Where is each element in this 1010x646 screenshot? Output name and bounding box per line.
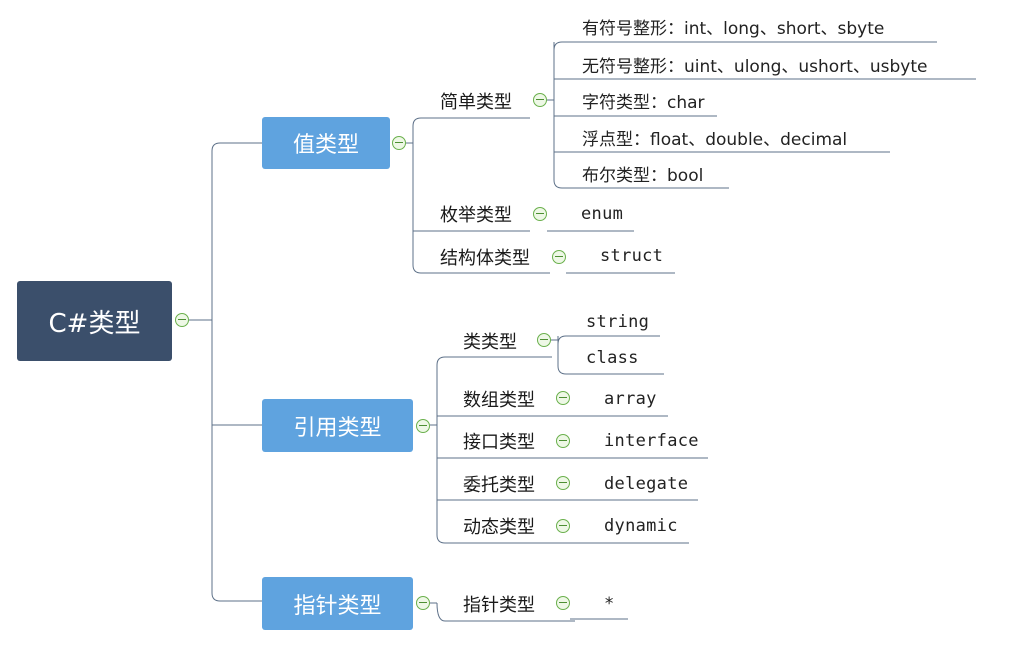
leaf-enum[interactable]: enum	[581, 204, 624, 224]
value-bracket-line	[412, 117, 422, 274]
interface-types-collapse-icon[interactable]	[556, 434, 570, 448]
leaf-string[interactable]: string	[586, 312, 650, 332]
sub-interface-types[interactable]: 接口类型	[463, 432, 535, 453]
leaf-char-type-label: 字符类型：char	[582, 92, 705, 113]
leaf-interface[interactable]: interface	[604, 431, 699, 451]
sub-pointer-types-collapse-icon[interactable]	[556, 596, 570, 610]
delegate-types-collapse-icon[interactable]	[556, 476, 570, 490]
leaf-dynamic[interactable]: dynamic	[604, 516, 678, 536]
leaf-struct[interactable]: struct	[600, 246, 664, 266]
leaf-float-type[interactable]: 浮点型：float、double、decimal	[582, 125, 887, 150]
leaf-float-type-label: 浮点型：float、double、decimal	[582, 129, 848, 150]
root-bracket-line	[211, 142, 221, 602]
connector-line-9	[553, 179, 563, 189]
root-collapse-icon[interactable]	[175, 313, 189, 327]
leaf-unsigned-integer-label: 无符号整形：uint、ulong、ushort、usbyte	[582, 56, 928, 77]
enum-types-collapse-icon[interactable]	[533, 207, 547, 221]
pointer-types-collapse-icon[interactable]	[416, 596, 430, 610]
sub-dynamic-types[interactable]: 动态类型	[463, 517, 535, 538]
struct-types-collapse-icon[interactable]	[552, 250, 566, 264]
leaf-signed-integer[interactable]: 有符号整形：int、long、short、sbyte	[582, 14, 932, 39]
leaf-delegate[interactable]: delegate	[604, 474, 689, 494]
leaf-array[interactable]: array	[604, 389, 657, 409]
dynamic-types-collapse-icon[interactable]	[556, 519, 570, 533]
simple-types-collapse-icon[interactable]	[533, 93, 547, 107]
leaf-bool-type[interactable]: 布尔类型：bool	[582, 161, 722, 186]
reference-bracket-line	[436, 356, 446, 544]
connector-line-20	[557, 335, 660, 345]
sub-pointer-types[interactable]: 指针类型	[463, 595, 535, 616]
branch-reference-types[interactable]: 引用类型	[262, 399, 413, 452]
leaf-unsigned-integer[interactable]: 无符号整形：uint、ulong、ushort、usbyte	[582, 52, 972, 77]
leaf-bool-type-label: 布尔类型：bool	[582, 165, 704, 186]
sub-simple-types[interactable]: 简单类型	[440, 92, 512, 113]
leaf-class[interactable]: class	[586, 348, 639, 368]
leaf-signed-integer-label: 有符号整形：int、long、short、sbyte	[582, 18, 885, 39]
root-node[interactable]: C#类型	[17, 281, 172, 361]
reference-types-collapse-icon[interactable]	[416, 419, 430, 433]
sub-class-types[interactable]: 类类型	[463, 332, 517, 353]
class-types-collapse-icon[interactable]	[537, 333, 551, 347]
connector-line-21	[557, 365, 567, 375]
branch-pointer-types[interactable]: 指针类型	[262, 577, 413, 630]
sub-array-types[interactable]: 数组类型	[463, 390, 535, 411]
sub-delegate-types[interactable]: 委托类型	[463, 475, 535, 496]
sub-struct-types[interactable]: 结构体类型	[440, 248, 530, 269]
leaf-pointer[interactable]: *	[604, 594, 615, 614]
value-types-collapse-icon[interactable]	[392, 136, 406, 150]
branch-value-types[interactable]: 值类型	[262, 117, 390, 169]
sub-enum-types[interactable]: 枚举类型	[440, 205, 512, 226]
leaf-char-type[interactable]: 字符类型：char	[582, 88, 722, 113]
connector-line-5	[553, 41, 937, 51]
array-types-collapse-icon[interactable]	[556, 391, 570, 405]
